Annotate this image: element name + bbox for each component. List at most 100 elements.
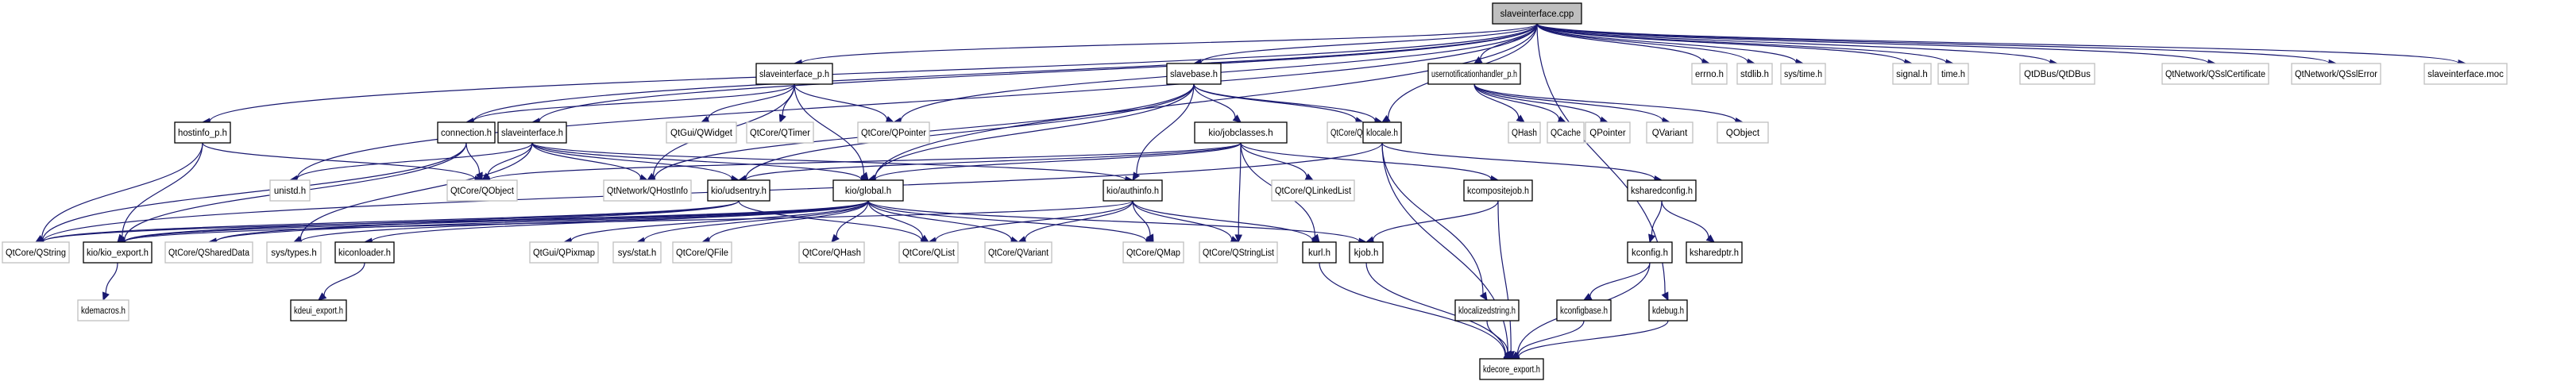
node-connection-h[interactable]: connection.h	[437, 121, 496, 144]
node-box	[2161, 63, 2269, 85]
edge-slaveinterface_h-to-unistd	[296, 142, 533, 179]
node-usernotificationhandler-p-h[interactable]: usernotificationhandler_p.h	[1427, 63, 1521, 85]
node-kjob-h[interactable]: kjob.h	[1349, 241, 1384, 264]
edge-root-to-slaveinterface_p	[801, 23, 1538, 64]
arrowhead-global-to-qhash_core	[831, 233, 840, 243]
node-kio-kio-export-h[interactable]: kio/kio_export.h	[83, 241, 153, 264]
node-label: sys/time.h	[1784, 70, 1822, 79]
node-label: QtCore/QLinkedList	[1275, 187, 1352, 196]
edge-slaveinterface_p-to-qwidget	[707, 83, 795, 120]
edge-authinfo-to-qlist	[935, 200, 1134, 241]
arrowhead-usernotif-to-qhash_plain	[1516, 114, 1525, 123]
node-kio-jobclasses-h[interactable]: kio/jobclasses.h	[1194, 121, 1288, 144]
node-box	[266, 241, 322, 264]
node-qtnetwork-qsslerror: QtNetwork/QSslError	[2291, 63, 2381, 85]
edge-root-to-global	[875, 23, 1538, 179]
node-box	[1463, 179, 1533, 202]
node-box	[437, 121, 496, 144]
edge-authinfo-to-qstringlist	[1132, 200, 1233, 240]
node-slaveinterface-moc: slaveinterface.moc	[2423, 63, 2508, 85]
node-box	[1585, 121, 1631, 144]
edge-slavebase-to-klocale	[1193, 83, 1376, 121]
node-kconfigbase-h[interactable]: kconfigbase.h	[1556, 299, 1612, 321]
node-qtcore-qmap: QtCore/QMap	[1122, 241, 1184, 264]
edge-kdebug-to-kdecore_export	[1518, 320, 1669, 358]
node-kdebug-h[interactable]: kdebug.h	[1648, 299, 1688, 321]
node-label: slaveinterface.moc	[2427, 70, 2504, 79]
edge-kio_export-to-kdemacros	[105, 262, 118, 294]
node-label: QtGui/QWidget	[670, 129, 733, 138]
node-kio-global-h[interactable]: kio/global.h	[832, 179, 904, 202]
node-box	[2, 241, 70, 264]
edge-jobclasses-to-global	[875, 142, 1242, 180]
node-kurl-h[interactable]: kurl.h	[1302, 241, 1337, 264]
node-qtcore-qlinkedlist: QtCore/QLinkedList	[1271, 179, 1355, 202]
node-kio-authinfo-h[interactable]: kio/authinfo.h	[1103, 179, 1163, 202]
node-kdeui-export-h[interactable]: kdeui_export.h	[290, 299, 347, 321]
arrowhead-ksharedconfig-to-kconfig	[1648, 233, 1656, 244]
edge-jobclasses-to-qobject_core	[489, 142, 1242, 181]
edge-root-to-moc	[1536, 23, 2459, 64]
node-label: QtNetwork/QSslCertificate	[2165, 70, 2265, 79]
edge-slaveinterface_h-to-global	[531, 142, 862, 180]
node-hostinfo-p-h[interactable]: hostinfo_p.h	[174, 121, 231, 144]
edge-slaveinterface_h-to-udsentry	[531, 142, 732, 179]
node-errno-h: errno.h	[1691, 63, 1728, 85]
node-box	[2423, 63, 2508, 85]
edge-slavebase-to-authinfo	[1136, 83, 1195, 175]
edge-slaveinterface_p-to-qpointer_core	[794, 83, 888, 120]
node-box	[672, 241, 732, 264]
edge-slaveinterface_h-to-qobject_core	[487, 142, 533, 176]
node-box	[1122, 241, 1184, 264]
node-kio-udsentry-h[interactable]: kio/udsentry.h	[707, 179, 770, 202]
edge-global-to-qshareddata	[215, 200, 869, 242]
edge-global-to-qvariant_core	[867, 200, 1012, 241]
node-box	[164, 241, 253, 264]
edge-global-to-sysstat	[643, 200, 869, 241]
edge-kiconloader-to-kdeui_export	[323, 262, 365, 296]
node-klocalizedstring-h[interactable]: klocalizedstring.h	[1454, 299, 1520, 321]
node-label: QtCore/QTimer	[750, 129, 810, 138]
node-qtcore-qfile: QtCore/QFile	[672, 241, 732, 264]
node-time-h: time.h	[1937, 63, 1969, 85]
edge-root-to-unistd	[296, 23, 1538, 179]
edge-authinfo-to-qmap	[1132, 200, 1151, 236]
node-slavebase-h[interactable]: slavebase.h	[1166, 63, 1222, 85]
edge-jobclasses-to-udsentry	[745, 142, 1242, 180]
node-slaveinterface-h[interactable]: slaveinterface.h	[497, 121, 567, 144]
node-box	[334, 241, 395, 264]
node-kcompositejob-h[interactable]: kcompositejob.h	[1463, 179, 1533, 202]
node-kconfig-h[interactable]: kconfig.h	[1627, 241, 1673, 264]
node-box	[1199, 241, 1278, 264]
edge-klocale-to-ksharedconfig	[1381, 142, 1655, 180]
node-box	[1302, 241, 1337, 264]
node-box	[2291, 63, 2381, 85]
node-box	[2019, 63, 2095, 85]
node-box	[290, 299, 347, 321]
node-klocale-h[interactable]: klocale.h	[1362, 121, 1402, 144]
node-qtcore-qobject: QtCore/QObject	[446, 179, 518, 202]
node-label: QtCore/QMap	[1126, 248, 1180, 258]
node-box	[446, 179, 518, 202]
node-label: kjob.h	[1354, 248, 1379, 258]
node-kiconloader-h[interactable]: kiconloader.h	[334, 241, 395, 264]
node-label: kio/kio_export.h	[87, 248, 149, 258]
nodes-layer: slaveinterface.cpp hostinfo_p.h connection…	[2, 2, 2508, 380]
node-slaveinterface-p-h[interactable]: slaveinterface_p.h	[755, 63, 833, 85]
node-box	[77, 299, 129, 321]
node-ksharedptr-h[interactable]: ksharedptr.h	[1686, 241, 1743, 264]
node-label: kio/udsentry.h	[711, 187, 767, 196]
node-box	[1103, 179, 1163, 202]
node-ksharedconfig-h[interactable]: ksharedconfig.h	[1627, 179, 1697, 202]
node-box	[1492, 2, 1582, 25]
edge-authinfo-to-qvariant_core	[1024, 200, 1134, 241]
node-sys-time-h: sys/time.h	[1780, 63, 1826, 85]
edge-root-to-time	[1536, 23, 1947, 64]
node-kdecore-export-h[interactable]: kdecore_export.h	[1479, 358, 1544, 380]
edge-udsentry-to-qstring	[42, 200, 740, 242]
edge-root-to-slavebase	[1200, 23, 1538, 64]
node-box	[1717, 121, 1769, 144]
node-qtdbus-qtdbus: QtDBus/QtDBus	[2019, 63, 2095, 85]
node-box	[746, 121, 814, 144]
node-slaveinterface-cpp[interactable]: slaveinterface.cpp	[1492, 2, 1582, 25]
